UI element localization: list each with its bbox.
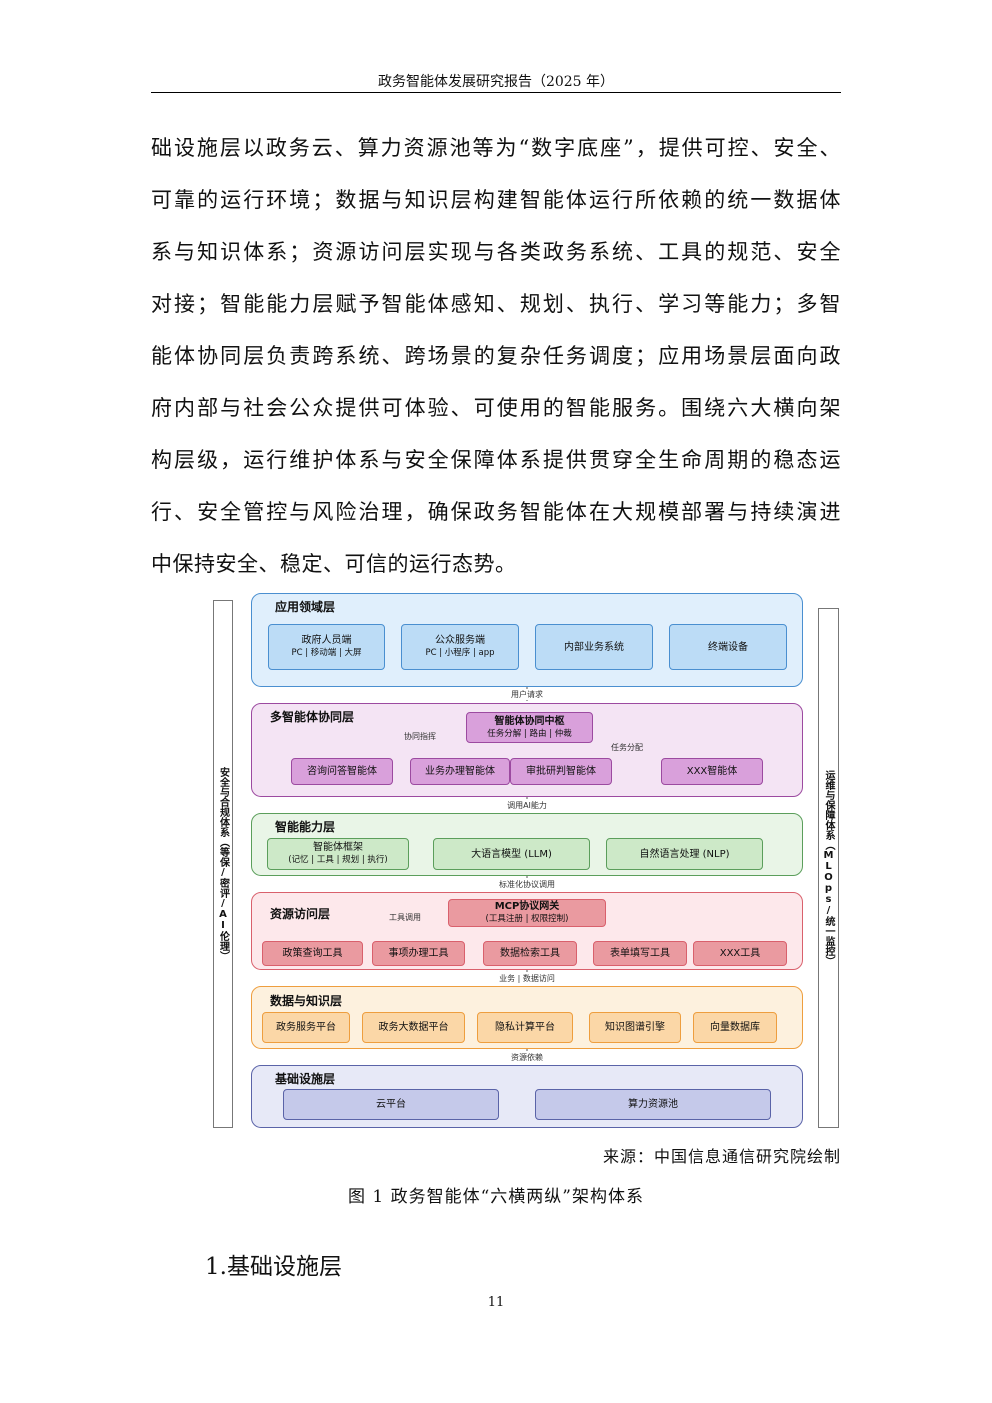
body-line: 础设施层以政务云、算力资源池等为“数字底座”，提供可控、安全、	[151, 136, 841, 160]
box-text: PC | 小程序 | app	[425, 648, 495, 658]
component-box: 表单填写工具	[593, 941, 687, 966]
connector-label: 调用AI能力	[506, 800, 548, 811]
body-line: 构层级，运行维护体系与安全保障体系提供贯穿全生命周期的稳态运	[151, 448, 841, 472]
edge-label: 协同指挥	[404, 732, 436, 741]
component-box: 终端设备	[669, 624, 787, 670]
component-box: 数据检索工具	[483, 941, 577, 966]
component-box: 向量数据库	[693, 1012, 777, 1043]
box-text: 政务服务平台	[276, 1022, 336, 1033]
component-box: 审批研判智能体	[510, 758, 612, 785]
body-line: 系与知识体系；资源访问层实现与各类政务系统、工具的规范、安全	[151, 240, 841, 264]
figure-caption: 图 1 政务智能体“六横两纵”架构体系	[347, 1187, 644, 1207]
section-heading: 1.基础设施层	[205, 1254, 342, 1280]
component-box: 隐私计算平台	[477, 1012, 573, 1043]
body-line: 可靠的运行环境；数据与知识层构建智能体运行所依赖的统一数据体	[151, 188, 841, 212]
component-box: 政务大数据平台	[362, 1012, 465, 1043]
component-box: 业务办理智能体	[410, 758, 510, 785]
box-text: 政务大数据平台	[378, 1022, 449, 1033]
component-box: 云平台	[283, 1089, 499, 1120]
layer-title: 基础设施层	[275, 1072, 336, 1086]
box-text: 知识图谱引擎	[605, 1022, 665, 1033]
box-text: 政府人员端	[301, 635, 352, 646]
box-text: 自然语言处理 (NLP)	[639, 848, 730, 860]
component-box: XXX工具	[693, 941, 787, 966]
connector-label: 标准化协议调用	[498, 879, 556, 890]
body-line: 对接；智能能力层赋予智能体感知、规划、执行、学习等能力；多智	[151, 292, 841, 316]
hub-box: 智能体协同中枢任务分解 | 路由 | 仲裁	[466, 712, 593, 743]
component-box: 事项办理工具	[372, 941, 465, 966]
box-text: 智能体协同中枢	[494, 715, 565, 727]
hub-box: MCP协议网关 (工具注册 | 权限控制)	[448, 899, 606, 927]
component-box: 公众服务端 PC | 小程序 | app	[401, 624, 519, 670]
component-box: 自然语言处理 (NLP)	[606, 838, 763, 870]
component-box: 咨询问答智能体	[291, 758, 393, 785]
figure-source: 来源：中国信息通信研究院绘制	[602, 1147, 841, 1166]
box-text: 事项办理工具	[388, 948, 449, 959]
component-box: 政府人员端 PC | 移动端 | 大屏	[268, 624, 385, 670]
box-text: 内部业务系统	[564, 641, 624, 653]
connector-label: 用户请求	[510, 689, 544, 700]
box-text: 表单填写工具	[610, 948, 670, 959]
box-text: 审批研判智能体	[526, 766, 596, 777]
edge-label: 任务分配	[611, 743, 643, 752]
connector-label: 资源依赖	[510, 1052, 544, 1063]
box-text: 云平台	[376, 1099, 406, 1110]
box-text: 隐私计算平台	[495, 1022, 555, 1033]
box-text: 向量数据库	[710, 1022, 760, 1033]
layer-title: 资源访问层	[270, 907, 331, 921]
component-box: 政策查询工具	[262, 941, 363, 966]
box-text: (记忆 | 工具 | 规划 | 执行)	[288, 855, 388, 865]
page-number: 11	[487, 1295, 505, 1310]
body-line: 行、安全管控与风险治理，确保政务智能体在大规模部署与持续演进	[151, 500, 841, 524]
box-text: PC | 移动端 | 大屏	[291, 648, 362, 658]
box-text: 大语言模型 (LLM)	[471, 848, 552, 860]
box-text: 公众服务端	[435, 635, 485, 646]
box-text: 政策查询工具	[282, 948, 343, 959]
edge-label: 工具调用	[389, 913, 421, 922]
component-box: 智能体框架 (记忆 | 工具 | 规划 | 执行)	[267, 838, 409, 870]
layer-title: 应用领域层	[275, 600, 336, 614]
box-text: 咨询问答智能体	[307, 766, 377, 777]
left-side-pillar: 安全与合规体系（等保/密评/AI伦理）	[213, 600, 233, 1128]
component-box: 知识图谱引擎	[589, 1012, 681, 1043]
body-line: 能体协同层负责跨系统、跨场景的复杂任务调度；应用场景层面向政	[151, 344, 841, 368]
body-line: 中保持安全、稳定、可信的运行态势。	[151, 552, 517, 576]
component-box: 内部业务系统	[535, 624, 653, 670]
box-text: 算力资源池	[628, 1099, 678, 1110]
component-box: XXX智能体	[661, 758, 763, 785]
header-rule	[151, 92, 841, 93]
box-text: MCP协议网关	[494, 901, 560, 912]
component-box: 政务服务平台	[262, 1012, 350, 1043]
box-text: 任务分解 | 路由 | 仲裁	[487, 728, 572, 739]
right-side-pillar: 运维与保障体系（MLOps/统一监控）	[818, 608, 839, 1128]
connector-label: 业务 | 数据访问	[498, 973, 556, 984]
layer-title: 数据与知识层	[270, 994, 343, 1008]
box-text: 智能体框架	[313, 842, 363, 853]
box-text: 数据检索工具	[500, 948, 560, 959]
layer-title: 多智能体协同层	[270, 710, 355, 724]
layer-title: 智能能力层	[275, 820, 336, 834]
running-header: 政务智能体发展研究报告（2025 年）	[377, 74, 615, 90]
box-text: 终端设备	[708, 641, 748, 653]
component-box: 算力资源池	[535, 1089, 771, 1120]
box-text: XXX智能体	[686, 766, 738, 777]
box-text: (工具注册 | 权限控制)	[485, 914, 569, 924]
component-box: 大语言模型 (LLM)	[433, 838, 590, 870]
body-line: 府内部与社会公众提供可体验、可使用的智能服务。围绕六大横向架	[151, 396, 841, 420]
box-text: XXX工具	[719, 948, 761, 959]
box-text: 业务办理智能体	[425, 766, 495, 777]
